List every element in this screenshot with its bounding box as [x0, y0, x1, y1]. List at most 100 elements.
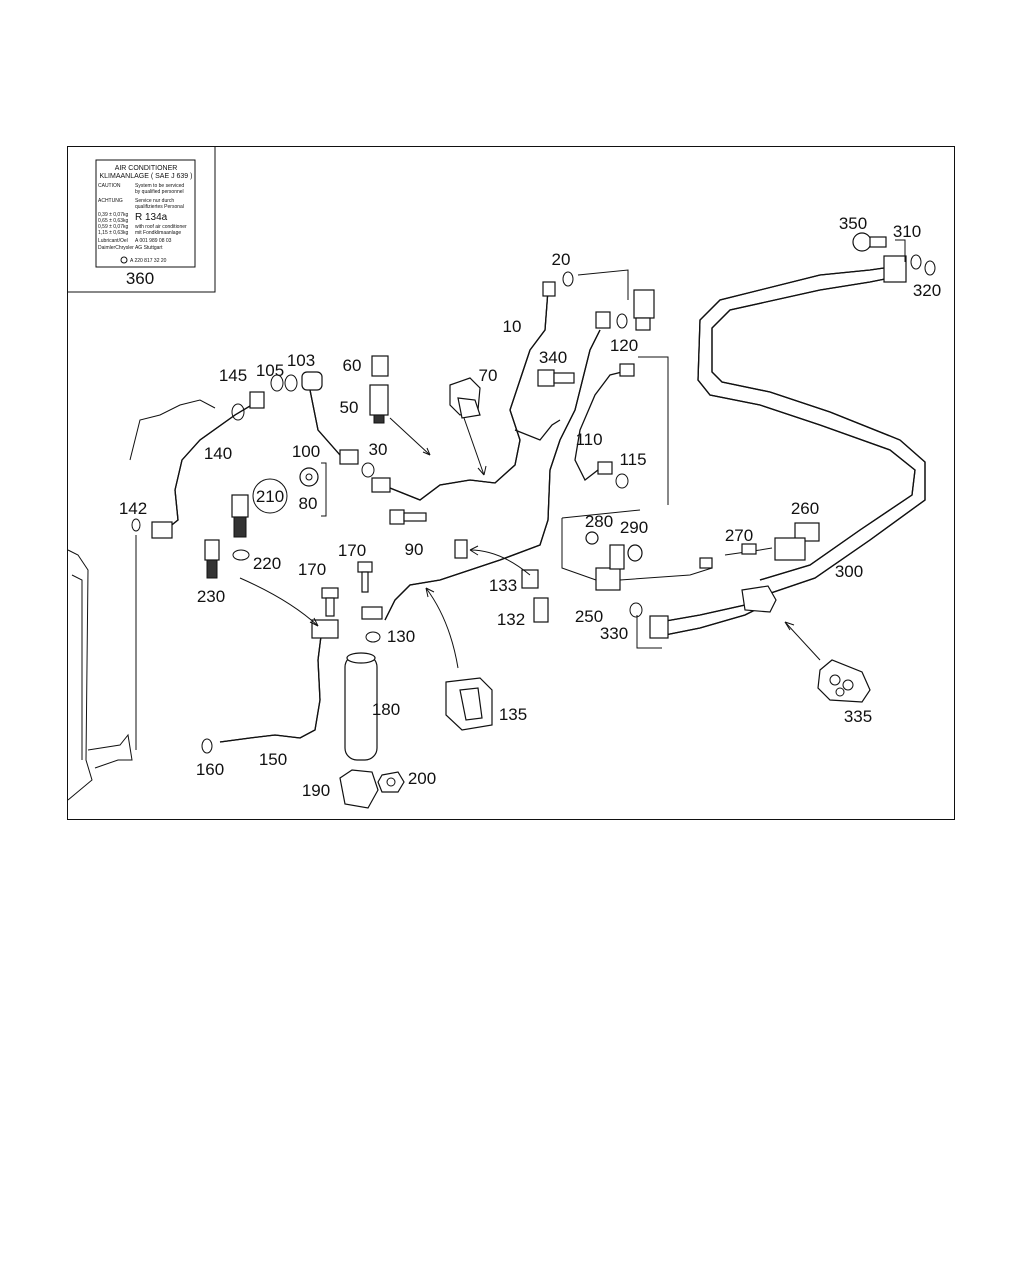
callout-150: 150	[259, 750, 287, 769]
o-ring-310	[910, 254, 922, 270]
pipe-110	[361, 329, 635, 621]
plate-maker: DaimlerChrysler AG Stuttgart	[98, 245, 163, 251]
arrow-to-30	[389, 417, 431, 456]
callout-110: 110	[575, 430, 602, 449]
grommet-335	[817, 659, 871, 703]
clamp-190	[339, 769, 379, 809]
callout-circle-210	[252, 478, 288, 514]
callout-330: 330	[600, 624, 628, 643]
callout-30: 30	[369, 440, 388, 459]
callout-300: 300	[835, 562, 863, 581]
plate-title-2: KLIMAANLAGE ( SAE J 639 )	[100, 173, 193, 180]
callout-140: 140	[204, 444, 232, 463]
callout-230: 230	[197, 587, 225, 606]
hose-330	[649, 585, 777, 639]
callout-100: 100	[292, 442, 320, 461]
callout-180: 180	[372, 700, 400, 719]
callout-170-a: 170	[298, 560, 326, 579]
o-ring-115	[615, 473, 629, 489]
o-ring-130	[365, 631, 381, 643]
callout-310: 310	[893, 222, 921, 241]
mercedes-star-icon	[120, 256, 128, 264]
plate-title-1: AIR CONDITIONER	[115, 165, 178, 172]
bolt-340	[537, 369, 575, 387]
plate-refrigerant: R 134a	[135, 212, 168, 223]
diagram-frame	[67, 146, 955, 820]
plate-fill-3-text: mit Fondklimaanlage	[135, 230, 181, 236]
callout-105: 105	[256, 361, 284, 380]
callout-133: 133	[489, 576, 517, 595]
condenser-outline	[67, 535, 137, 801]
plate-fill-3: 0,59 ± 0,07kg	[98, 224, 128, 230]
callout-132: 132	[497, 610, 525, 629]
callout-200: 200	[408, 769, 436, 788]
sensor-230	[204, 539, 220, 579]
callout-220: 220	[253, 554, 281, 573]
callout-170-b: 170	[338, 541, 366, 560]
plate-fill-1: 0,39 ± 0,07kg	[98, 212, 128, 218]
o-ring-330	[629, 602, 643, 618]
callout-90: 90	[405, 540, 424, 559]
o-ring-220	[232, 549, 250, 561]
plate-fill-2-text: with roof air conditioner	[135, 224, 187, 230]
callout-142: 142	[119, 499, 147, 518]
nut-200	[377, 771, 405, 793]
callout-115: 115	[619, 450, 646, 469]
arrow-to-220	[239, 577, 319, 627]
o-ring-20	[562, 271, 574, 287]
callout-360: 360	[126, 269, 154, 288]
callout-135: 135	[499, 705, 527, 724]
callout-260: 260	[791, 499, 819, 518]
clamp-135	[445, 677, 493, 731]
sensor-210	[231, 494, 249, 538]
o-ring-105	[270, 374, 284, 392]
o-ring-30	[361, 462, 375, 478]
plate-achtung-label: ACHTUNG	[98, 198, 123, 204]
pipe-100-103	[301, 371, 359, 465]
callout-160: 160	[196, 760, 224, 779]
plate-lubricant-label: Lubricant/Oel	[98, 238, 128, 244]
plate-caution-label: CAUTION	[98, 183, 121, 189]
switch-132-133	[521, 569, 549, 623]
callout-320: 320	[913, 281, 941, 300]
valve-block-20	[595, 289, 655, 331]
connector-260-270	[699, 522, 820, 569]
o-ring-103	[284, 374, 298, 392]
callout-250: 250	[575, 607, 603, 626]
callout-80: 80	[299, 494, 318, 513]
valve-group-250	[585, 531, 713, 591]
callout-270: 270	[725, 526, 753, 545]
pipe-300	[697, 255, 926, 596]
engine-outline	[129, 399, 216, 461]
callouts: 10 20 30 50 60 70 80 90 100 103 105 110 …	[119, 214, 941, 800]
bolt-350	[852, 232, 887, 252]
callout-350: 350	[839, 214, 867, 233]
bolt-170-b	[357, 561, 373, 593]
o-ring-142	[131, 518, 141, 532]
receiver-drier-180	[344, 652, 378, 761]
callout-190: 190	[302, 781, 330, 800]
washer-80	[299, 467, 319, 487]
o-ring-145	[231, 403, 245, 421]
o-ring-320	[924, 260, 936, 276]
callout-120: 120	[610, 336, 638, 355]
arrow-to-135	[425, 587, 459, 669]
plate-fill-4: 1,15 ± 0,63kg	[98, 230, 128, 236]
clamp-70	[449, 377, 481, 419]
callout-70: 70	[479, 366, 498, 385]
plate-lubricant-value: A 001 989 08 03	[135, 238, 172, 244]
pipe-140	[151, 391, 265, 539]
callout-280: 280	[585, 512, 613, 531]
callout-60: 60	[343, 356, 362, 375]
callout-145: 145	[219, 366, 247, 385]
switch-50-60	[369, 355, 389, 424]
plate-caution-text-2: by qualified personnel	[135, 189, 184, 195]
plate-part-number: A 220 817 32 20	[130, 258, 167, 264]
callout-50: 50	[340, 398, 359, 417]
callout-210: 210	[256, 487, 284, 506]
pipe-150	[219, 619, 339, 743]
plate-fill-2: 0,65 ± 0,63kg	[98, 218, 128, 224]
callout-290: 290	[620, 518, 648, 537]
arrow-to-133	[469, 549, 531, 576]
